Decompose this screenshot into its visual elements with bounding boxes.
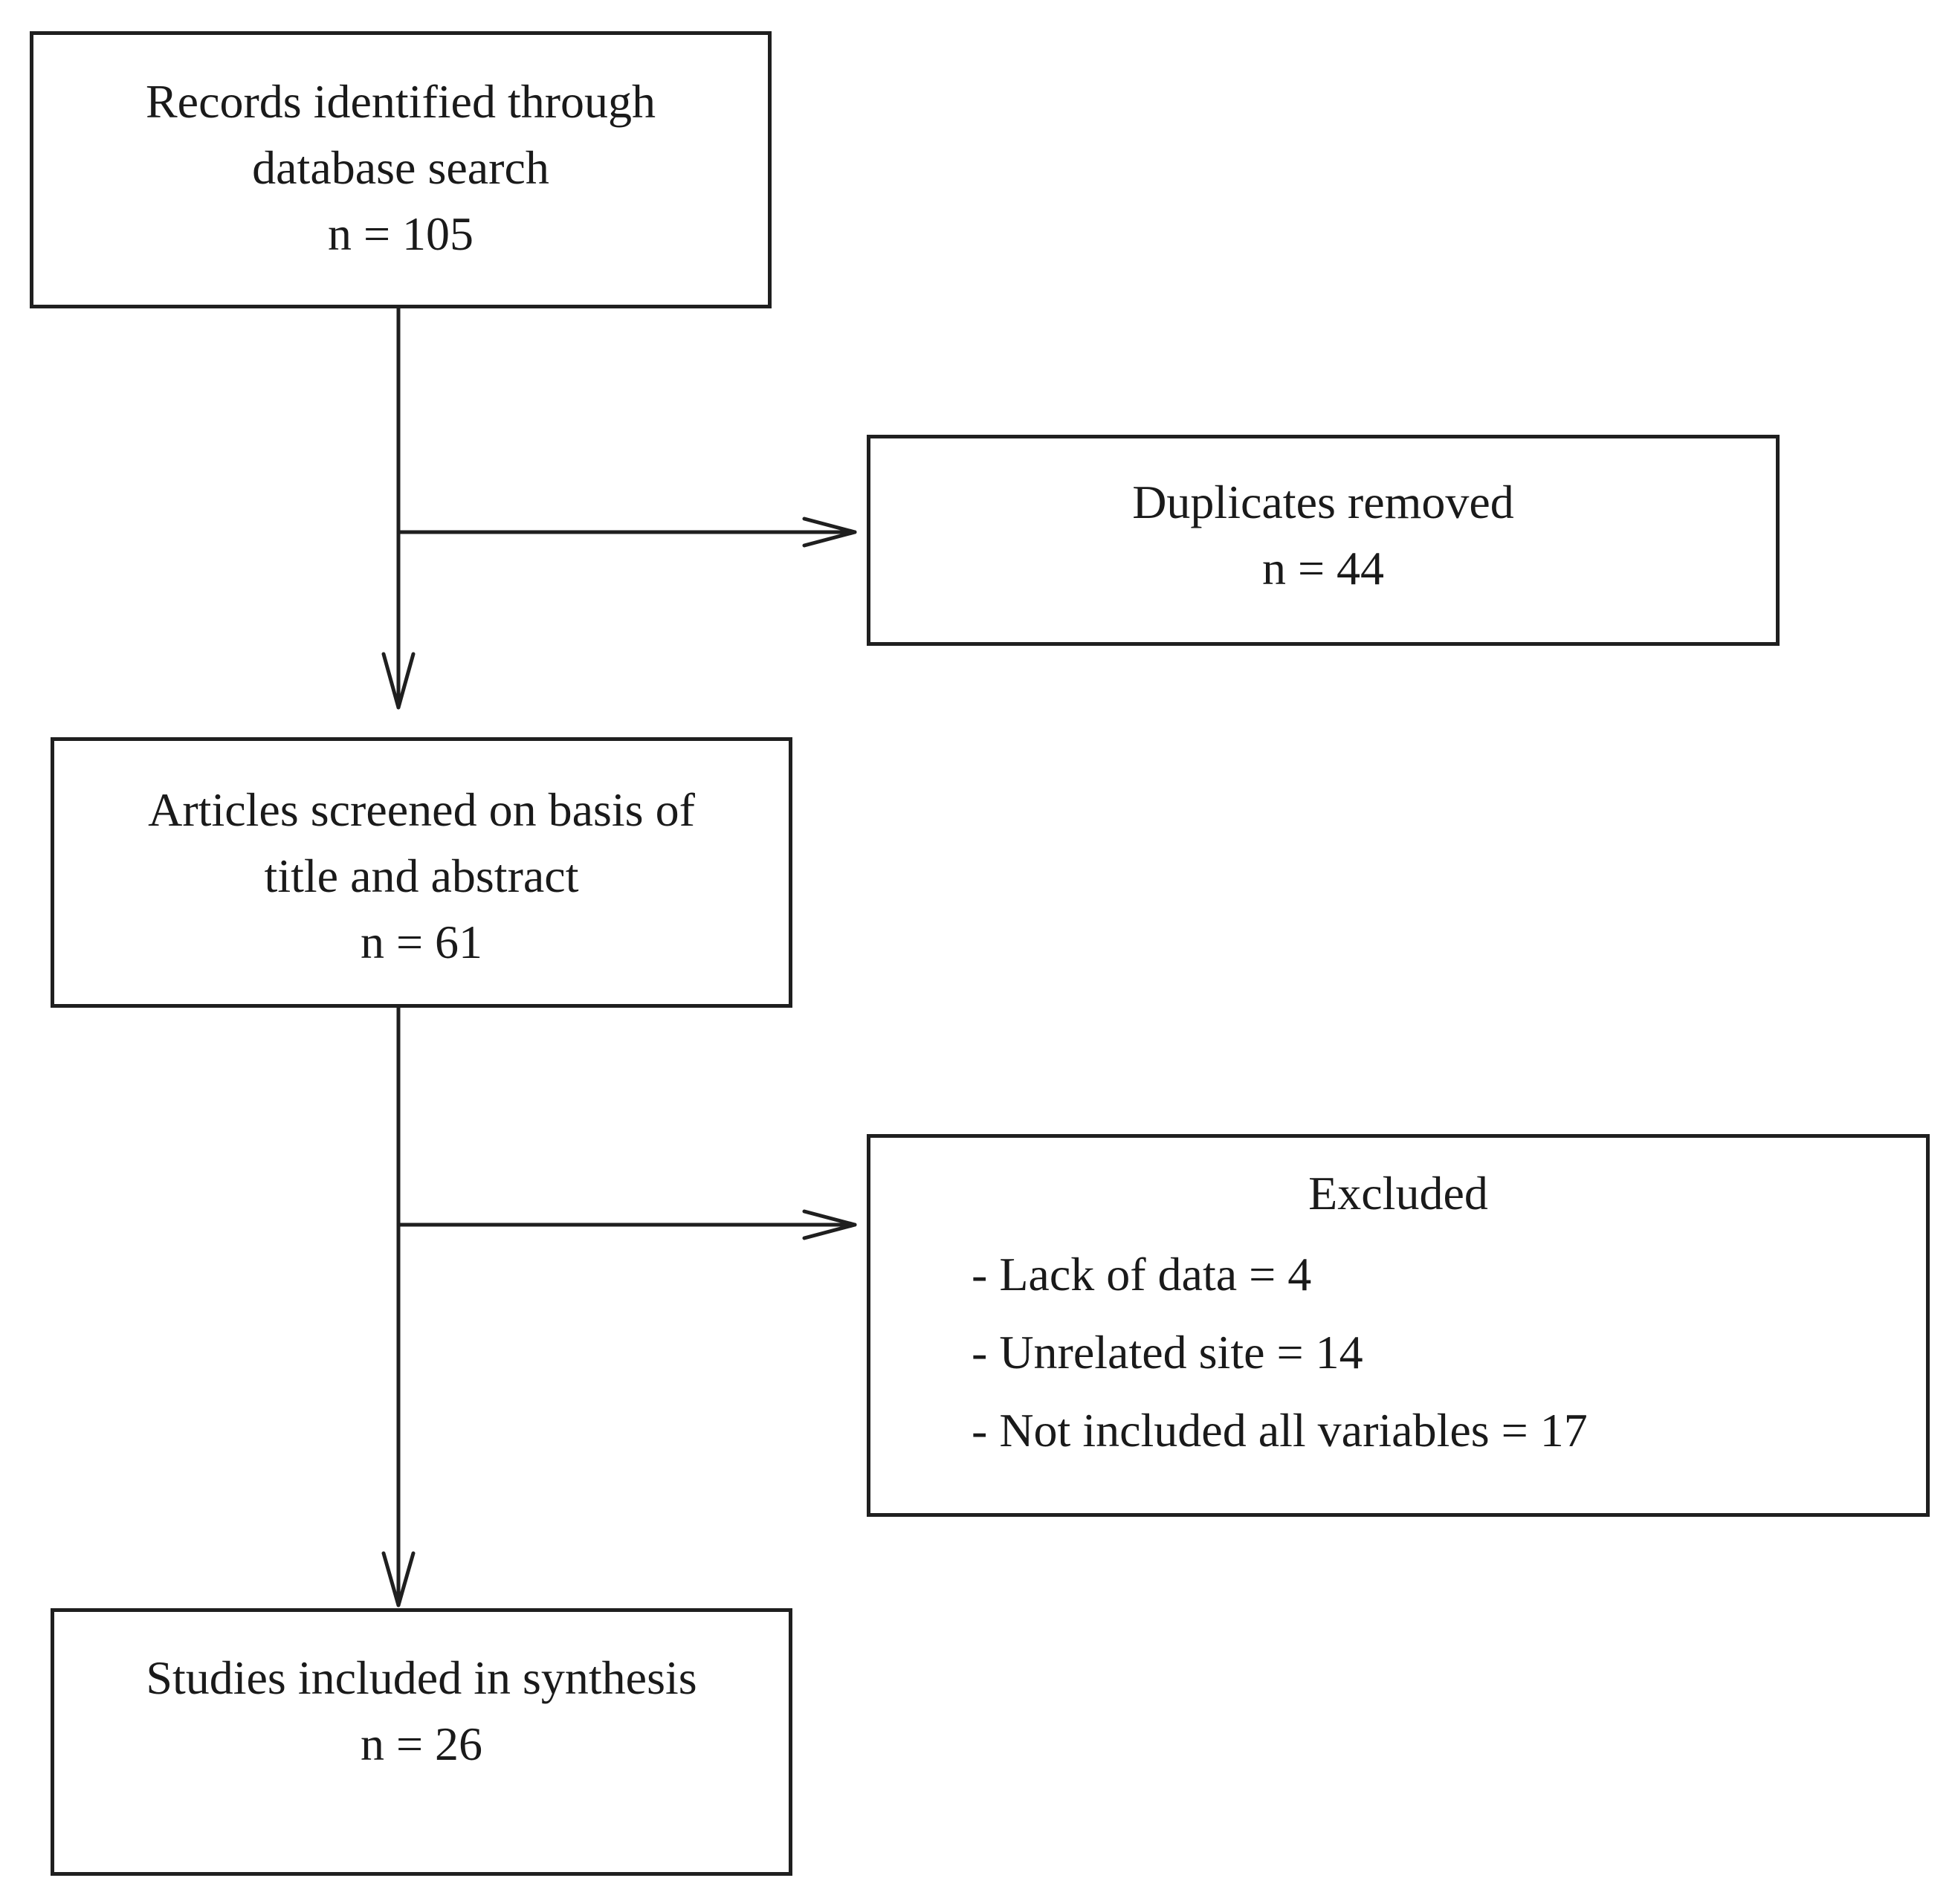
excluded-title: Excluded: [1308, 1167, 1488, 1220]
arrowhead-excluded: [802, 1209, 857, 1240]
excluded-reasons-list: - Lack of data = 4 - Unrelated site = 14…: [972, 1235, 1926, 1469]
included-label: Studies included in synthesis: [146, 1651, 697, 1704]
arrowhead-duplicates: [802, 517, 857, 548]
excluded-reason-item: - Not included all variables = 17: [972, 1404, 1588, 1457]
records-identified-box: Records identified through database sear…: [30, 31, 772, 308]
duplicates-removed-box: Duplicates removed n = 44: [867, 435, 1780, 646]
excluded-reason-item: - Lack of data = 4: [972, 1248, 1312, 1301]
studies-included-box: Studies included in synthesis n = 26: [51, 1608, 792, 1876]
duplicates-label: Duplicates removed: [1132, 476, 1514, 528]
records-label-line1: Records identified through: [145, 75, 656, 128]
records-label-line2: database search: [252, 141, 549, 194]
records-count: n = 105: [327, 207, 474, 260]
excluded-reason-item: - Unrelated site = 14: [972, 1326, 1363, 1379]
screened-label-line1: Articles screened on basis of: [148, 783, 695, 836]
screened-label-line2: title and abstract: [264, 849, 579, 902]
arrowhead-screened: [381, 652, 416, 710]
arrowhead-included: [381, 1551, 416, 1607]
screened-count: n = 61: [360, 916, 483, 968]
articles-screened-box: Articles screened on basis of title and …: [51, 737, 792, 1008]
duplicates-count: n = 44: [1261, 542, 1385, 595]
excluded-box: Excluded - Lack of data = 4 - Unrelated …: [867, 1134, 1930, 1517]
included-count: n = 26: [360, 1717, 483, 1770]
